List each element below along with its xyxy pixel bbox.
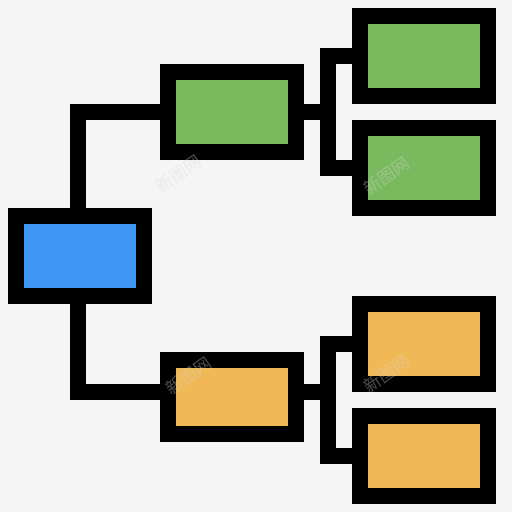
connectors xyxy=(70,48,366,464)
upper-leaf-connector xyxy=(290,48,366,176)
upper-leaf-1-node xyxy=(352,8,496,104)
lower-branch-node xyxy=(160,352,304,442)
lower-leaf-1-node xyxy=(352,296,496,392)
lower-leaf-connector xyxy=(290,336,366,464)
root-upper-connector xyxy=(70,104,165,216)
upper-leaf-2-node xyxy=(352,120,496,216)
lower-leaf-2-node xyxy=(352,408,496,504)
upper-branch-node xyxy=(160,64,304,160)
root-lower-connector xyxy=(70,296,165,400)
root-node xyxy=(8,208,152,304)
